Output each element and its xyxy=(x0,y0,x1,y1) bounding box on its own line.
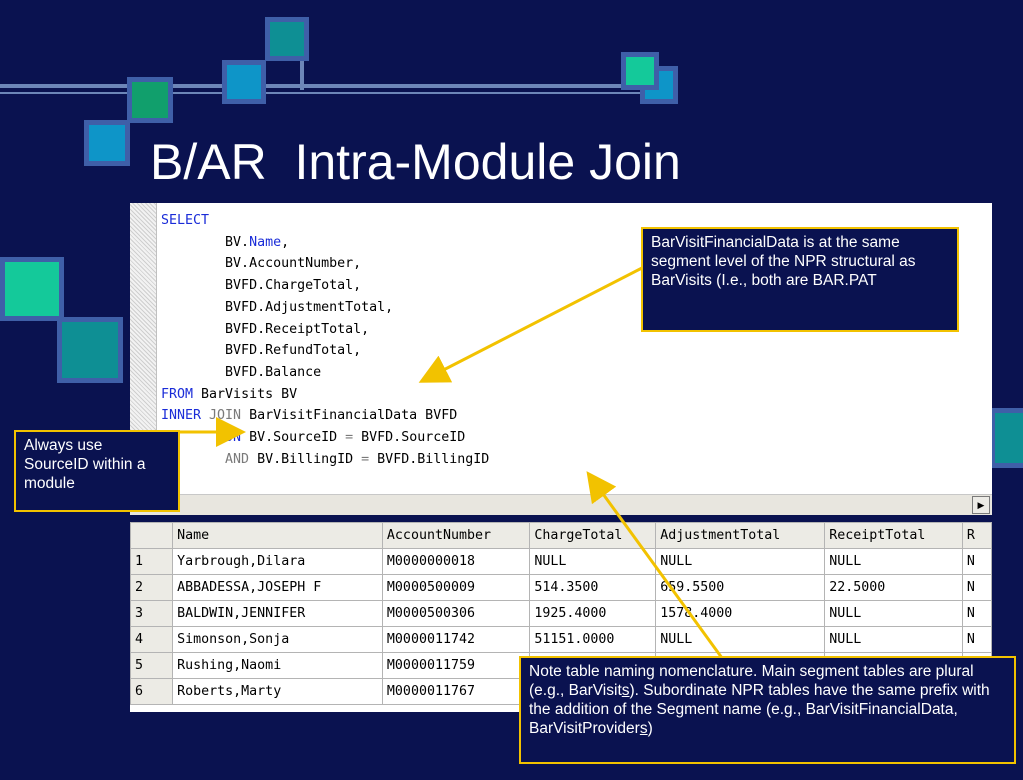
table-cell[interactable]: M0000500009 xyxy=(381,574,531,601)
column-header[interactable]: AdjustmentTotal xyxy=(655,522,826,549)
column-header[interactable]: R xyxy=(961,522,992,549)
decor-square xyxy=(0,257,64,321)
table-cell[interactable]: M0000011759 xyxy=(381,652,531,679)
callout-sourceid: Always use SourceID within a module xyxy=(14,430,180,512)
table-cell[interactable]: M0000000018 xyxy=(381,548,531,575)
decor-line xyxy=(0,92,670,94)
slide-title: B/AR Intra-Module Join xyxy=(150,134,681,190)
column-header[interactable]: Name xyxy=(172,522,383,549)
table-cell[interactable]: Yarbrough,Dilara xyxy=(172,548,383,575)
table-cell[interactable]: N xyxy=(961,574,992,601)
scroll-right-icon[interactable]: ▶ xyxy=(972,496,990,514)
table-cell[interactable]: M0000011767 xyxy=(381,678,531,705)
table-cell[interactable]: ABBADESSA,JOSEPH F xyxy=(172,574,383,601)
table-cell[interactable]: 659.5500 xyxy=(655,574,826,601)
column-header[interactable]: AccountNumber xyxy=(381,522,531,549)
column-header[interactable]: ReceiptTotal xyxy=(824,522,963,549)
table-cell[interactable]: NULL xyxy=(824,600,963,627)
decor-square xyxy=(990,408,1023,468)
table-cell[interactable]: NULL xyxy=(655,626,826,653)
table-cell[interactable]: 1925.4000 xyxy=(529,600,657,627)
table-cell[interactable]: BALDWIN,JENNIFER xyxy=(172,600,383,627)
decor-square xyxy=(127,77,173,123)
table-cell[interactable]: Rushing,Naomi xyxy=(172,652,383,679)
table-cell[interactable]: 514.3500 xyxy=(529,574,657,601)
decor-square xyxy=(621,52,659,90)
table-cell[interactable]: M0000011742 xyxy=(381,626,531,653)
decor-line xyxy=(300,60,304,90)
row-number[interactable]: 6 xyxy=(130,678,174,705)
table-cell[interactable]: M0000500306 xyxy=(381,600,531,627)
row-number[interactable]: 1 xyxy=(130,548,174,575)
decor-square xyxy=(84,120,130,166)
column-header[interactable]: ChargeTotal xyxy=(529,522,657,549)
table-cell[interactable]: N xyxy=(961,548,992,575)
table-cell[interactable]: 51151.0000 xyxy=(529,626,657,653)
results-grid[interactable]: Name AccountNumber ChargeTotal Adjustmen… xyxy=(130,522,992,712)
decor-square xyxy=(222,60,266,104)
callout-segment-level: BarVisitFinancialData is at the same seg… xyxy=(641,227,959,332)
sql-code[interactable]: SELECT BV.Name, BV.AccountNumber, BVFD.C… xyxy=(161,213,490,467)
table-cell[interactable]: 22.5000 xyxy=(824,574,963,601)
table-cell[interactable]: N xyxy=(961,626,992,653)
row-number-header[interactable] xyxy=(130,522,174,549)
table-cell[interactable]: 1578.4000 xyxy=(655,600,826,627)
table-cell[interactable]: N xyxy=(961,600,992,627)
row-number[interactable]: 2 xyxy=(130,574,174,601)
decor-square xyxy=(57,317,123,383)
decor-line xyxy=(0,84,670,88)
row-number[interactable]: 3 xyxy=(130,600,174,627)
callout-naming: Note table naming nomenclature. Main seg… xyxy=(519,656,1016,764)
table-cell[interactable]: NULL xyxy=(824,548,963,575)
horizontal-scrollbar[interactable]: ▶ xyxy=(130,494,992,515)
table-cell[interactable]: Simonson,Sonja xyxy=(172,626,383,653)
sql-keyword: SELECT xyxy=(161,213,210,228)
row-number[interactable]: 4 xyxy=(130,626,174,653)
table-cell[interactable]: NULL xyxy=(655,548,826,575)
table-cell[interactable]: NULL xyxy=(824,626,963,653)
table-cell[interactable]: NULL xyxy=(529,548,657,575)
table-header-row: Name AccountNumber ChargeTotal Adjustmen… xyxy=(130,522,992,549)
table-cell[interactable]: Roberts,Marty xyxy=(172,678,383,705)
decor-square xyxy=(265,17,309,61)
row-number[interactable]: 5 xyxy=(130,652,174,679)
